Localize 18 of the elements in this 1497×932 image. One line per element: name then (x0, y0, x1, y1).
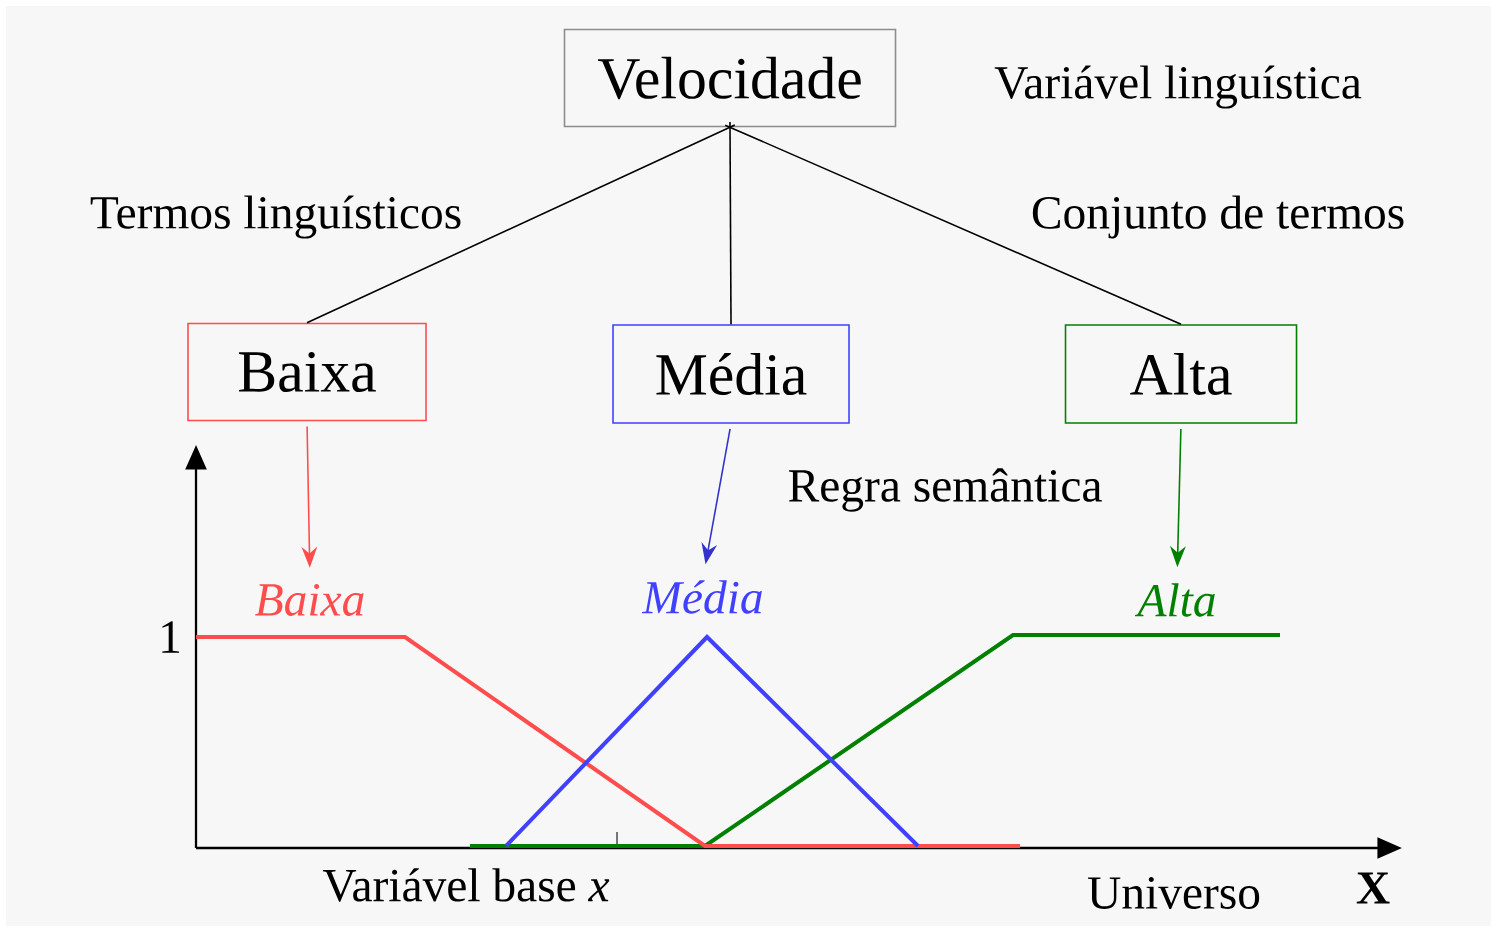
axis-label: X (1356, 872, 1390, 904)
term-box: Média (612, 324, 850, 424)
connector-line (306, 124, 736, 324)
annotation-text: Variável linguística (994, 65, 1362, 109)
term-label: Alta (1134, 583, 1215, 617)
annotation-text: Termos linguísticos (90, 195, 461, 239)
connector-line (724, 124, 1182, 325)
annotation-text: Conjunto de termos (1032, 195, 1404, 239)
connector-line (729, 121, 732, 325)
tick-label: 1 (162, 621, 180, 653)
axis-label: Universo (1088, 877, 1260, 909)
term-box: Alta (1064, 324, 1298, 424)
variable-box: Velocidade (563, 28, 897, 128)
term-box: Baixa (187, 322, 427, 422)
axis-label: Variável base x (322, 868, 610, 902)
annotation-text: Regra semântica (788, 468, 1102, 512)
term-label: Média (641, 580, 762, 614)
term-label: Baixa (255, 584, 364, 616)
